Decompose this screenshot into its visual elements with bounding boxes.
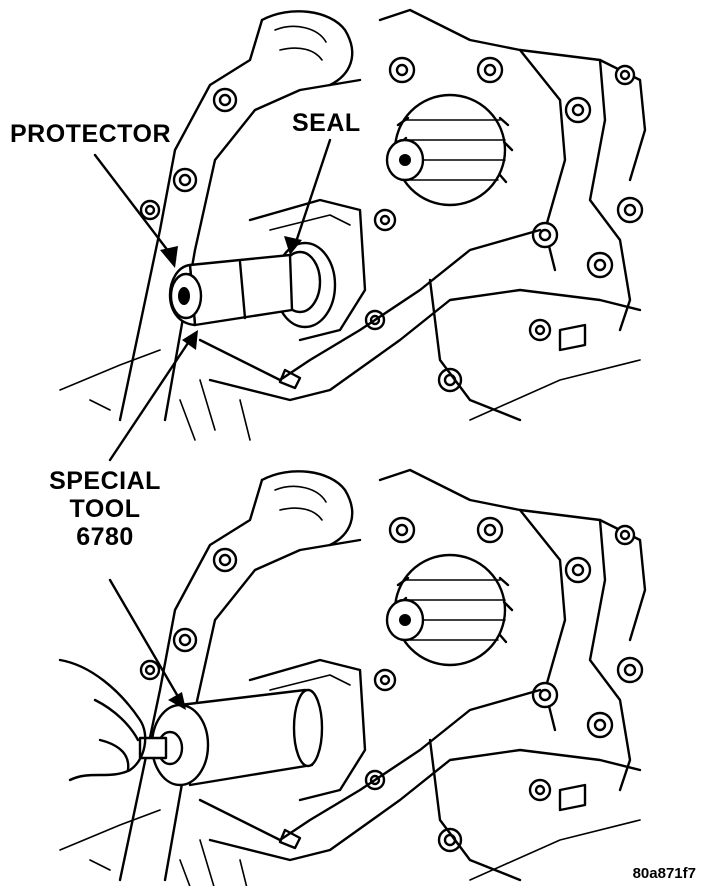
special-tool-line-2: TOOL [69, 495, 141, 523]
figure-code: 80a871f7 [632, 865, 696, 882]
seal-label: SEAL [292, 109, 361, 137]
engine-bottom [58, 468, 647, 886]
special-tool-label: SPECIAL TOOL 6780 [40, 467, 170, 551]
engine-top [58, 8, 647, 462]
protector-label: PROTECTOR [10, 120, 171, 148]
special-tool-line-1: SPECIAL [49, 467, 161, 495]
special-tool-line-3: 6780 [76, 523, 134, 551]
